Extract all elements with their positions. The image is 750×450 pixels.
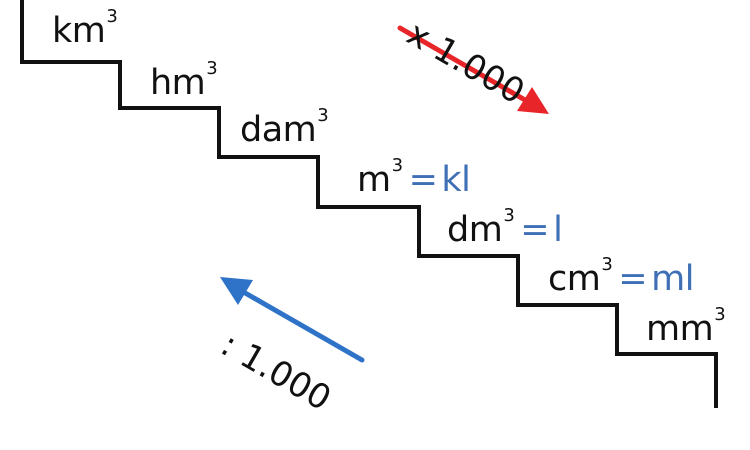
unit-exponent: 3 xyxy=(503,205,515,226)
unit-exponent: 3 xyxy=(601,254,613,275)
staircase-path xyxy=(20,0,718,408)
unit-exponent: 3 xyxy=(391,155,403,176)
unit-label-dm3: dm3=l xyxy=(447,207,563,250)
unit-label-hm3: hm3 xyxy=(150,60,218,103)
unit-label-cm3: cm3=ml xyxy=(548,256,694,299)
liter-equivalent: l xyxy=(553,210,563,250)
unit-exponent: 3 xyxy=(206,58,218,79)
unit-symbol: dm xyxy=(447,210,503,250)
arrow-up-left-icon xyxy=(220,277,365,363)
unit-symbol: mm xyxy=(646,309,714,349)
equals-sign: = xyxy=(520,210,550,250)
unit-label-mm3: mm3 xyxy=(646,306,726,349)
unit-exponent: 3 xyxy=(714,304,726,325)
arrow-down-right-icon xyxy=(397,25,549,114)
unit-symbol: m xyxy=(357,160,391,200)
unit-symbol: km xyxy=(52,11,106,51)
unit-symbol: dam xyxy=(240,110,317,150)
unit-symbol: hm xyxy=(150,63,206,103)
unit-label-m3: m3=kl xyxy=(357,157,471,200)
equals-sign: = xyxy=(408,160,438,200)
unit-exponent: 3 xyxy=(106,6,118,27)
equals-sign: = xyxy=(618,259,648,299)
unit-exponent: 3 xyxy=(317,105,329,126)
unit-symbol: cm xyxy=(548,259,601,299)
liter-equivalent: kl xyxy=(441,160,471,200)
unit-label-km3: km3 xyxy=(52,8,118,51)
liter-equivalent: ml xyxy=(651,259,694,299)
unit-label-dam3: dam3 xyxy=(240,107,329,150)
